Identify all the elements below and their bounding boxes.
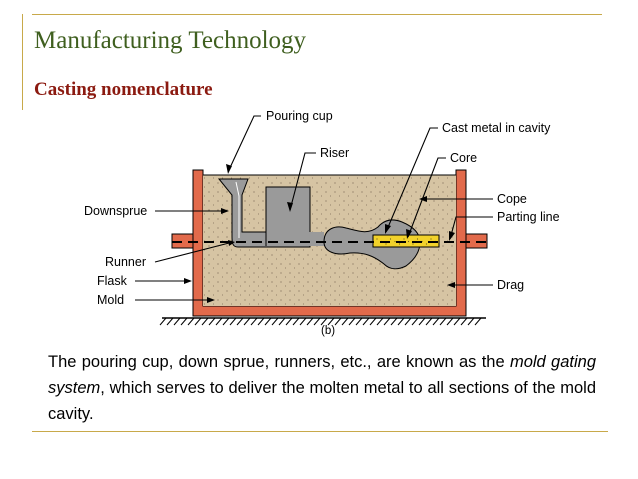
hatch-mark xyxy=(250,317,258,326)
hatch-mark xyxy=(173,317,181,326)
core-texture-dot xyxy=(389,238,392,240)
core-texture-dot xyxy=(425,243,428,245)
hatch-mark xyxy=(376,317,384,326)
ground-hatch xyxy=(159,317,486,326)
accent-vertical-rule xyxy=(22,14,23,110)
description-paragraph: The pouring cup, down sprue, runners, et… xyxy=(48,349,596,427)
hatch-mark xyxy=(243,317,251,326)
label-downsprue: Downsprue xyxy=(84,204,147,218)
description-part2: , which serves to deliver the molten met… xyxy=(48,379,596,423)
hatch-mark xyxy=(327,317,335,326)
hatch-mark xyxy=(334,317,342,326)
pouring-cup-and-sprue xyxy=(217,178,311,248)
core-texture-dot xyxy=(385,243,387,245)
diagram-caption: (b) xyxy=(321,325,335,337)
hatch-mark xyxy=(446,317,454,326)
label-mold: Mold xyxy=(97,293,124,307)
accent-bottom-rule xyxy=(32,431,608,432)
hatch-mark xyxy=(355,317,363,326)
hatch-mark xyxy=(194,317,202,326)
label-runner: Runner xyxy=(105,255,146,269)
hatch-mark xyxy=(453,317,461,326)
core-texture-dot xyxy=(430,238,432,240)
core-texture-dot xyxy=(416,238,419,240)
hatch-mark xyxy=(313,317,321,326)
hatch-mark xyxy=(236,317,244,326)
hatch-mark xyxy=(467,317,475,326)
accent-top-rule xyxy=(32,14,602,15)
hatch-mark xyxy=(180,317,188,326)
core-texture-dot xyxy=(403,238,405,240)
label-core: Core xyxy=(450,151,477,165)
core-texture-dot xyxy=(398,243,401,245)
hatch-mark xyxy=(341,317,349,326)
hatch-mark xyxy=(404,317,412,326)
hatch-mark xyxy=(285,317,293,326)
slide-title: Manufacturing Technology xyxy=(34,27,307,54)
description-part1: The pouring cup, down sprue, runners, et… xyxy=(48,353,510,371)
core-texture-dot xyxy=(394,240,396,243)
core-texture-dot xyxy=(407,240,410,243)
hatch-mark xyxy=(159,317,167,326)
sprue-highlight xyxy=(235,181,240,238)
hatch-mark xyxy=(292,317,300,326)
hatch-mark xyxy=(299,317,307,326)
hatch-mark xyxy=(229,317,237,326)
hatch-mark xyxy=(418,317,426,326)
label-cope: Cope xyxy=(497,192,527,206)
hatch-mark xyxy=(201,317,209,326)
hatch-mark xyxy=(306,317,314,326)
description-italic-term: mold gating system xyxy=(48,353,596,397)
label-pouring-cup: Pouring cup xyxy=(266,109,333,123)
hatch-mark xyxy=(257,317,265,326)
hatch-mark xyxy=(166,317,174,326)
hatch-mark xyxy=(383,317,391,326)
hatch-mark xyxy=(320,317,328,326)
hatch-mark xyxy=(390,317,398,326)
hatch-mark xyxy=(474,317,482,326)
hatch-mark xyxy=(460,317,468,326)
hatch-mark xyxy=(264,317,272,326)
core-texture-dot xyxy=(376,238,378,240)
hatch-mark xyxy=(411,317,419,326)
label-drag: Drag xyxy=(497,278,524,292)
leader-lines xyxy=(135,115,493,301)
hatch-mark xyxy=(278,317,286,326)
label-flask: Flask xyxy=(97,274,128,288)
hatch-mark xyxy=(222,317,230,326)
hatch-mark xyxy=(432,317,440,326)
core-texture-dot xyxy=(412,243,414,245)
hatch-mark xyxy=(397,317,405,326)
label-riser: Riser xyxy=(320,146,349,160)
hatch-mark xyxy=(215,317,223,326)
slide-subtitle: Casting nomenclature xyxy=(34,79,213,100)
hatch-mark xyxy=(362,317,370,326)
hatch-mark xyxy=(271,317,279,326)
hatch-mark xyxy=(187,317,195,326)
hatch-mark xyxy=(439,317,447,326)
hatch-mark xyxy=(425,317,433,326)
hatch-mark xyxy=(208,317,216,326)
leader-arrowheads xyxy=(184,164,455,303)
label-cast-metal: Cast metal in cavity xyxy=(442,121,551,135)
hatch-mark xyxy=(348,317,356,326)
hatch-mark xyxy=(369,317,377,326)
label-parting-line: Parting line xyxy=(497,210,560,224)
